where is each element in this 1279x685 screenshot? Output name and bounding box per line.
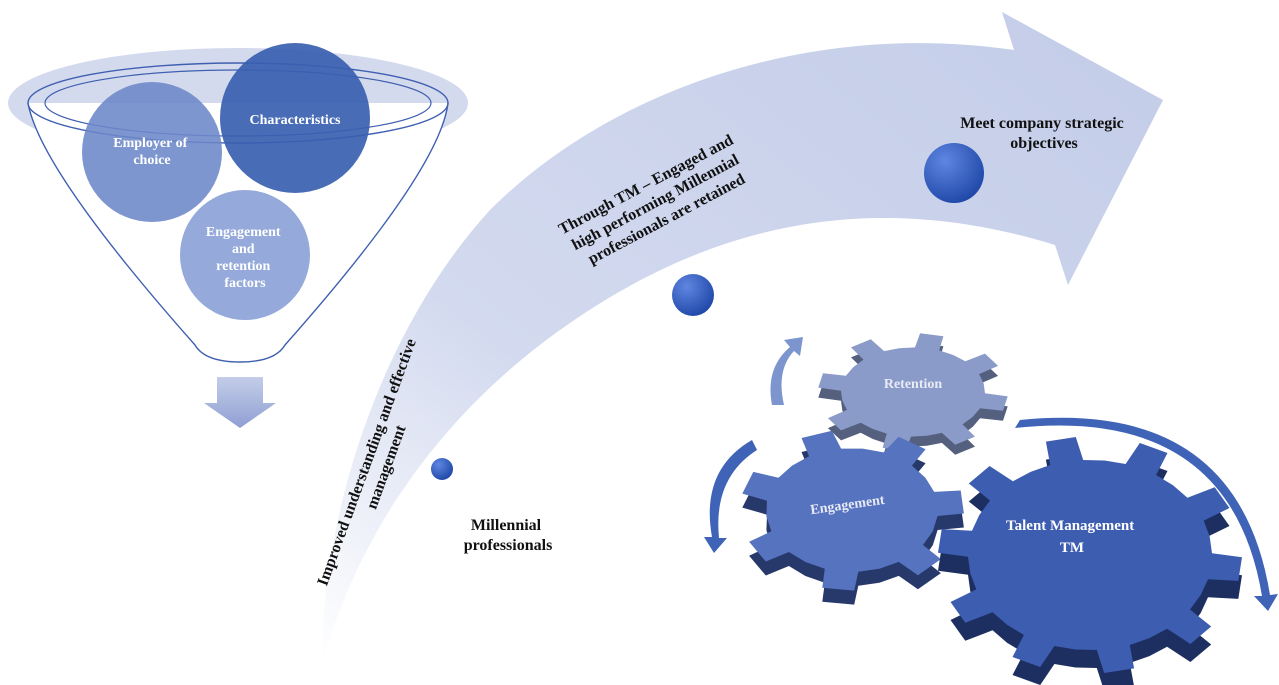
meet-objectives-label: Meet company strategic objectives (960, 115, 1128, 152)
funnel-down-arrow (204, 377, 276, 428)
characteristics-label: Characteristics (250, 113, 342, 128)
retention-gear-label: Retention (884, 377, 943, 392)
millennial-professionals-label: Millennial professionals (464, 517, 553, 554)
milestone-dot-2 (672, 274, 714, 316)
engagement-cycle-arrow (704, 440, 757, 553)
circle-engagement-retention (180, 190, 310, 320)
milestone-dot-1 (431, 458, 453, 480)
gears-group: Retention Engagement Talent Management T… (704, 333, 1278, 685)
circle-characteristics (220, 43, 370, 193)
funnel: Characteristics Employer of choice Engag… (8, 43, 468, 428)
employer-of-choice-label: Employer of choice (113, 136, 191, 168)
tm-gear: Talent Management TM (938, 437, 1242, 685)
engagement-retention-label: Engagement and retention factors (206, 225, 284, 291)
retention-cycle-arrow (770, 337, 803, 405)
engagement-gear-face (742, 430, 964, 591)
retention-gear-face (818, 333, 1008, 451)
growth-arrow (321, 12, 1164, 665)
engagement-gear: Engagement (742, 430, 964, 605)
milestone-dot-3 (924, 143, 984, 203)
tm-gear-face (938, 437, 1242, 673)
retention-gear: Retention (818, 333, 1008, 461)
circle-employer-of-choice (82, 82, 222, 222)
tm-gear-label: Talent Management TM (1006, 518, 1138, 556)
